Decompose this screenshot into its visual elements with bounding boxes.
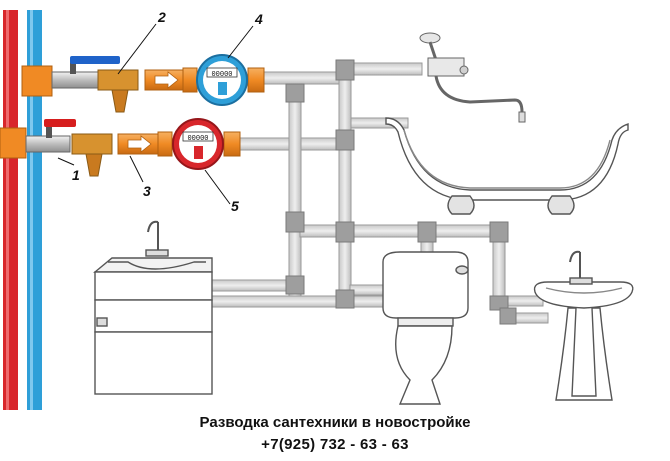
caption-phone: +7(925) 732 - 63 - 63	[261, 436, 409, 453]
hot-water-assembly: 00000	[0, 118, 241, 177]
vanity-cabinet	[93, 220, 213, 395]
hot-valve-handle[interactable]	[44, 119, 76, 127]
bathtub	[385, 117, 629, 215]
cold-water-riser	[27, 10, 42, 410]
hot-meter-display: 00000	[187, 135, 208, 143]
cold-water-assembly: 00000	[21, 54, 265, 113]
cold-valve-handle[interactable]	[70, 56, 120, 64]
callouts	[57, 23, 254, 205]
pipe-network	[211, 62, 549, 324]
callout-5: 5	[231, 198, 239, 214]
pedestal-washbasin	[533, 250, 634, 401]
callout-4: 4	[254, 11, 263, 27]
pipe-fittings	[285, 59, 517, 325]
callout-2: 2	[157, 9, 166, 25]
shower-mixer	[419, 32, 526, 123]
cold-meter-display: 00000	[211, 71, 232, 79]
callout-3: 3	[143, 183, 151, 199]
callout-1: 1	[72, 167, 80, 183]
hot-water-riser	[3, 10, 18, 410]
caption-title: Разводка сантехники в новостройке	[199, 414, 471, 431]
toilet	[382, 251, 469, 405]
